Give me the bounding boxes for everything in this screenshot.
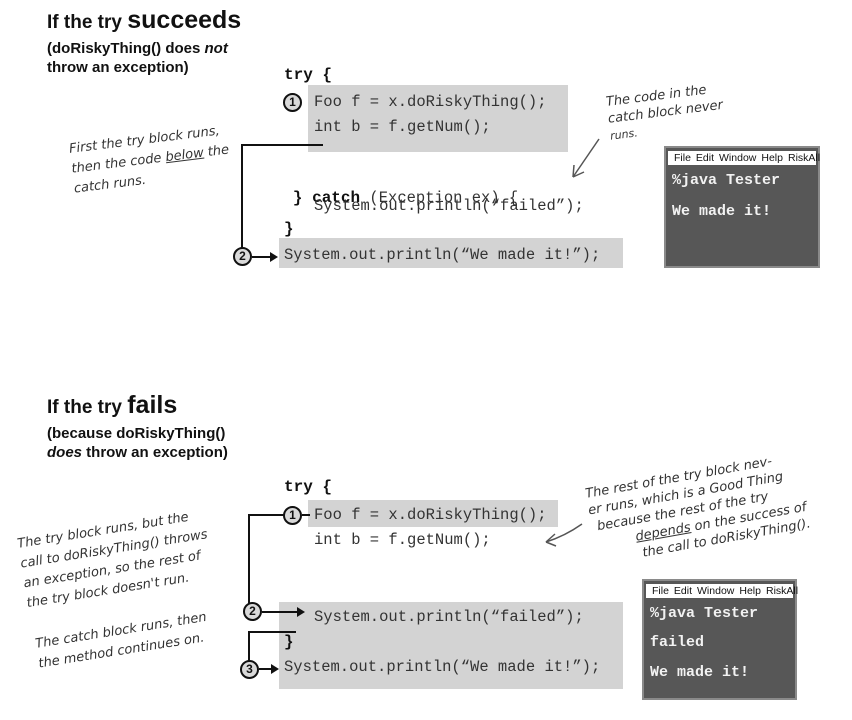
- menu-edit[interactable]: Edit: [673, 585, 693, 597]
- catch-body-println: System.out.println(“failed”);: [314, 608, 584, 626]
- step-marker-1: 1: [283, 93, 302, 112]
- subtitle-emphasis: does: [47, 444, 83, 461]
- flow-connector-vertical-3: [248, 631, 250, 661]
- menu-window[interactable]: Window: [719, 152, 757, 164]
- step-marker-2: 2: [243, 602, 262, 621]
- pointer-arrow-icon: [545, 523, 583, 547]
- note-rest-never-runs: The rest of the try block nev- er runs, …: [584, 448, 812, 569]
- step-marker-2: 2: [233, 247, 252, 266]
- menu-file[interactable]: File: [652, 585, 669, 597]
- flow-connector-top: [241, 144, 323, 146]
- catch-body-println: System.out.println(“failed”);: [314, 197, 584, 215]
- terminal-window-success: File Edit Window Help RiskAll %java Tester W…: [664, 146, 820, 268]
- note-try-runs-first: First the try block runs, then the code …: [68, 121, 233, 200]
- menu-edit[interactable]: Edit: [695, 152, 715, 164]
- step-marker-1: 1: [283, 506, 302, 525]
- flow-connector-arrow-line: [262, 611, 299, 613]
- code-line-getnum: int b = f.getNum();: [314, 531, 491, 549]
- catch-line: } catch (Exception ex) {: [284, 171, 518, 207]
- flow-connector-top: [248, 514, 286, 516]
- risky-call-highlight: [308, 500, 558, 527]
- subtitle-emphasis: not: [204, 40, 228, 57]
- code-line-risky-call: Foo f = x.doRiskyThing();: [314, 506, 547, 524]
- catch-keyword: catch: [312, 189, 361, 207]
- success-section-title: If the try succeeds: [47, 6, 241, 35]
- try-block-highlight: [308, 85, 568, 152]
- try-keyword-line: try {: [284, 478, 333, 496]
- flow-connector-arrow-line-3: [259, 668, 273, 670]
- arrow-right-icon: [297, 607, 305, 617]
- note-catch-never-runs: The code in the catch block never runs.: [605, 80, 726, 145]
- terminal-command: %java Tester: [672, 172, 781, 189]
- flow-connector-vertical: [241, 144, 243, 248]
- subtitle-line1: (doRiskyThing() does: [47, 40, 205, 57]
- menu-window[interactable]: Window: [697, 585, 735, 597]
- try-keyword-line: try {: [284, 66, 333, 84]
- subtitle-line2: throw an exception): [47, 59, 189, 76]
- title-prefix: If the try: [47, 12, 128, 33]
- arrow-right-icon: [270, 252, 278, 262]
- subtitle-line1: (because doRiskyThing(): [47, 425, 226, 442]
- catch-and-after-highlight: [279, 602, 623, 689]
- catch-close-brace: }: [284, 633, 294, 651]
- flow-connector-vertical: [248, 514, 250, 604]
- pointer-arrow-icon: [572, 138, 600, 178]
- fail-section-subtitle: (because doRiskyThing() does throw an ex…: [47, 424, 228, 462]
- flow-connector-stub: [302, 514, 310, 516]
- flow-connector-arrow-line: [252, 256, 272, 258]
- terminal-window-fail: File Edit Window Help RiskAll %java Tester f…: [642, 579, 798, 700]
- terminal-output: We made it!: [672, 203, 772, 220]
- terminal-menubar: File Edit Window Help RiskAll: [646, 584, 798, 598]
- title-emphasis: fails: [127, 391, 178, 419]
- menu-help[interactable]: Help: [739, 585, 761, 597]
- catch-params: (Exception ex) {: [360, 189, 519, 207]
- menu-help[interactable]: Help: [761, 152, 783, 164]
- success-section-subtitle: (doRiskyThing() does not throw an except…: [47, 39, 228, 77]
- note-catch-runs: The catch block runs, then the method co…: [34, 608, 211, 675]
- flow-connector-top-3: [248, 631, 296, 633]
- code-line-made-it: System.out.println(“We made it!”);: [284, 658, 601, 676]
- title-prefix: If the try: [47, 397, 128, 418]
- terminal-menubar: File Edit Window Help RiskAll: [668, 151, 820, 165]
- arrow-right-icon: [271, 664, 279, 674]
- subtitle-line2: throw an exception): [82, 444, 228, 461]
- code-line-made-it: System.out.println(“We made it!”);: [284, 246, 601, 264]
- note-exception-thrown: The try block runs, but the call to doRi…: [16, 505, 215, 614]
- terminal-output-made-it: We made it!: [650, 664, 750, 681]
- terminal-output-failed: failed: [650, 634, 705, 651]
- after-catch-highlight: [279, 238, 623, 268]
- note-underlined-word: below: [164, 145, 205, 166]
- catch-brace: }: [292, 189, 313, 207]
- menu-riskall[interactable]: RiskAll: [765, 585, 799, 597]
- terminal-command: %java Tester: [650, 605, 759, 622]
- catch-close-brace: }: [284, 220, 294, 238]
- title-emphasis: succeeds: [127, 6, 242, 34]
- code-line-getnum: int b = f.getNum();: [314, 118, 491, 136]
- menu-file[interactable]: File: [674, 152, 691, 164]
- code-line-risky-call: Foo f = x.doRiskyThing();: [314, 93, 547, 111]
- menu-riskall[interactable]: RiskAll: [787, 152, 821, 164]
- step-marker-3: 3: [240, 660, 259, 679]
- fail-section-title: If the try fails: [47, 391, 177, 420]
